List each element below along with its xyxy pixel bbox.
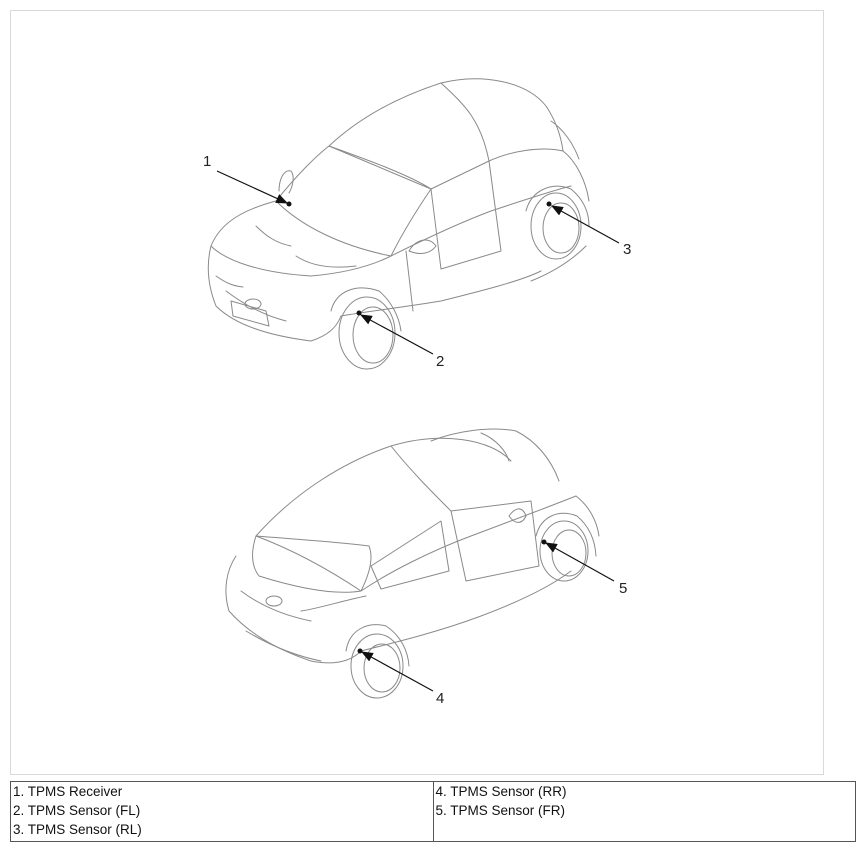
- diagram-figure: 1 2 3 4 5: [10, 10, 824, 775]
- callout-4-label: 4: [436, 690, 444, 707]
- car-front-view: [207, 78, 590, 370]
- legend-item-2: 2. TPMS Sensor (FL): [13, 803, 141, 818]
- legend-column-right: 4. TPMS Sensor (RR) 5. TPMS Sensor (FR): [432, 781, 856, 842]
- callout-1: 1: [203, 153, 292, 207]
- callout-4: 4: [357, 648, 444, 707]
- callout-1-label: 1: [203, 153, 211, 170]
- legend-item-4: 4. TPMS Sensor (RR): [435, 784, 567, 799]
- callout-5: 5: [541, 539, 627, 597]
- car-rear-view: [225, 428, 600, 699]
- legend-item-3: 3. TPMS Sensor (RL): [13, 822, 142, 837]
- callout-3: 3: [546, 201, 631, 258]
- callout-5-label: 5: [619, 580, 627, 597]
- legend-column-left: 1. TPMS Receiver 2. TPMS Sensor (FL) 3. …: [10, 781, 434, 842]
- legend-item-5: 5. TPMS Sensor (FR): [435, 803, 566, 818]
- callout-3-label: 3: [623, 241, 631, 258]
- legend-item-1: 1. TPMS Receiver: [13, 784, 123, 799]
- callout-2: 2: [356, 310, 444, 370]
- legend-row: 1. TPMS Receiver 2. TPMS Sensor (FL) 3. …: [10, 781, 856, 842]
- car-diagram-svg: 1 2 3 4 5: [203, 78, 631, 707]
- callout-2-label: 2: [436, 353, 444, 370]
- legend-table: 1. TPMS Receiver 2. TPMS Sensor (FL) 3. …: [10, 781, 856, 842]
